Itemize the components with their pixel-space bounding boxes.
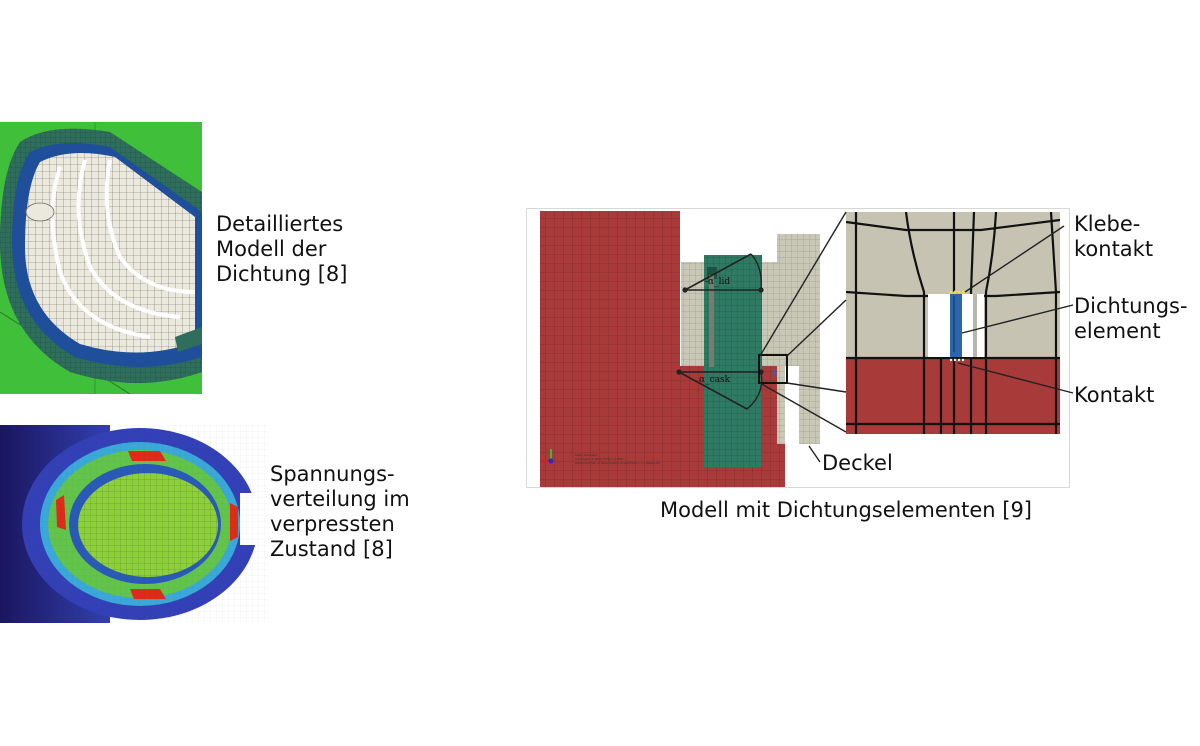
seal-elements-model-caption: Modell mit Dichtungselementen [9] bbox=[660, 498, 1032, 522]
detail-fe-model bbox=[846, 212, 1060, 434]
angle-label-lid: -α_lid bbox=[705, 277, 731, 287]
overview-legend: Step: Transient Increment 1: Step Time =… bbox=[575, 453, 660, 465]
seal-element bbox=[950, 294, 962, 357]
seal-model-image bbox=[0, 122, 202, 394]
cask-body bbox=[540, 211, 680, 487]
stress-distribution-image bbox=[0, 425, 268, 623]
label-deckel: Deckel bbox=[822, 451, 893, 475]
seal-model-caption: Detailliertes Modell der Dichtung [8] bbox=[216, 212, 348, 286]
stress-distribution-caption: Spannungs- verteilung im verpressten Zus… bbox=[270, 462, 410, 561]
label-klebekontakt: Klebe- kontakt bbox=[1074, 212, 1154, 261]
label-dichtungselement: Dichtungs- element bbox=[1074, 294, 1188, 343]
glue-contact-points bbox=[949, 290, 965, 294]
overview-fe-model: Step: Transient Increment 1: Step Time =… bbox=[527, 209, 827, 487]
angle-label-cask: α_cask bbox=[699, 375, 731, 385]
label-kontakt: Kontakt bbox=[1074, 383, 1155, 407]
contact-points bbox=[949, 358, 965, 362]
